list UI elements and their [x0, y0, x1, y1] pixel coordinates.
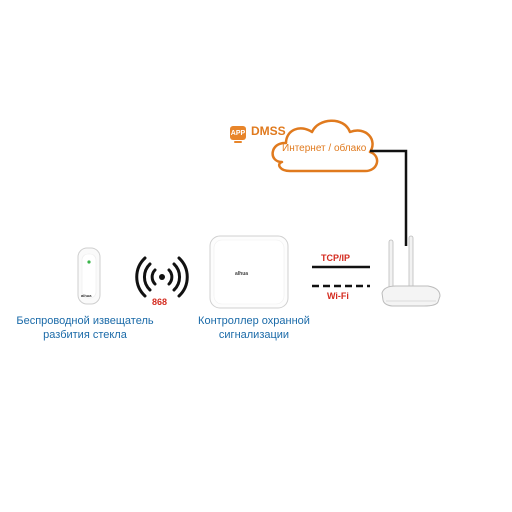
- controller-brand-logo: alhua: [235, 271, 249, 277]
- cloud-label: Интернет / облако: [282, 143, 367, 154]
- internet-cable: [370, 149, 408, 246]
- controller-caption: Контроллер охранной сигнализации: [184, 314, 324, 342]
- alarm-controller-device: [209, 235, 289, 309]
- tcp-ip-label: TCP/IP: [321, 253, 351, 263]
- router-antenna-right: [408, 235, 414, 293]
- sensor-caption-line2: разбития стекла: [43, 329, 127, 341]
- app-icon: APP: [230, 126, 246, 143]
- app-icon-label: APP: [230, 129, 246, 137]
- router-body: [381, 285, 441, 307]
- sensor-led: [87, 260, 91, 264]
- wifi-label: Wi-Fi: [327, 291, 349, 301]
- controller-caption-line1: Контроллер охранной: [198, 315, 310, 327]
- glass-break-sensor-device: [77, 247, 101, 305]
- radio-waves-icon: [135, 256, 189, 298]
- radio-band-label: 868: [152, 297, 168, 307]
- sensor-caption-line1: Беспроводной извещатель: [16, 315, 154, 327]
- sensor-caption: Беспроводной извещатель разбития стекла: [10, 314, 160, 342]
- controller-caption-line2: сигнализации: [218, 329, 290, 341]
- sensor-brand-logo: alhua: [81, 293, 92, 298]
- dmss-label: DMSS: [251, 124, 286, 138]
- router-device: [381, 235, 441, 307]
- cloud-shape: [271, 119, 379, 173]
- router-antenna-left: [388, 239, 394, 293]
